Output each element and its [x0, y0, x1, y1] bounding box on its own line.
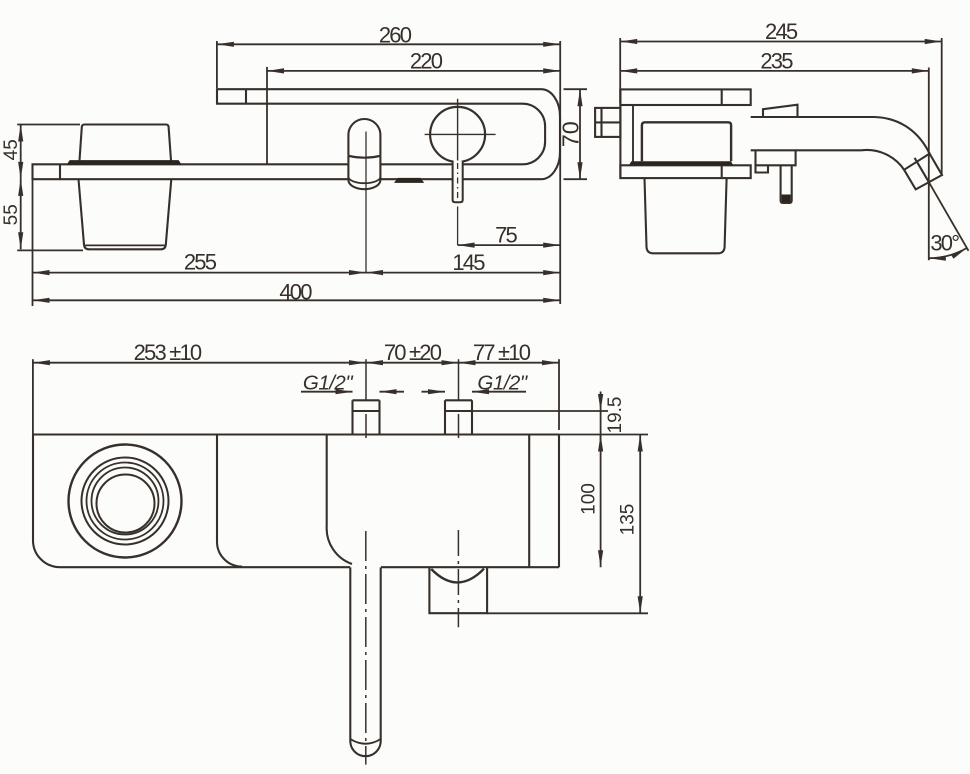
svg-text:255: 255: [184, 250, 217, 275]
svg-text:G1/2": G1/2": [303, 371, 354, 394]
svg-text:220: 220: [410, 49, 443, 74]
svg-text:145: 145: [452, 250, 485, 275]
svg-text:400: 400: [279, 279, 312, 304]
svg-text:245: 245: [765, 19, 798, 44]
svg-text:19.5: 19.5: [605, 397, 626, 434]
svg-text:100: 100: [579, 483, 600, 515]
svg-text:70: 70: [557, 121, 583, 147]
svg-text:135: 135: [618, 504, 639, 536]
svg-text:70 ±20: 70 ±20: [384, 340, 442, 365]
svg-text:45: 45: [1, 139, 22, 160]
svg-text:55: 55: [1, 204, 22, 225]
svg-text:75: 75: [495, 223, 517, 248]
svg-text:260: 260: [379, 22, 412, 47]
svg-text:77 ±10: 77 ±10: [473, 340, 531, 365]
svg-text:253 ±10: 253 ±10: [134, 340, 202, 365]
svg-text:30°: 30°: [930, 231, 959, 256]
svg-text:235: 235: [760, 48, 793, 73]
svg-text:G1/2": G1/2": [477, 371, 528, 394]
